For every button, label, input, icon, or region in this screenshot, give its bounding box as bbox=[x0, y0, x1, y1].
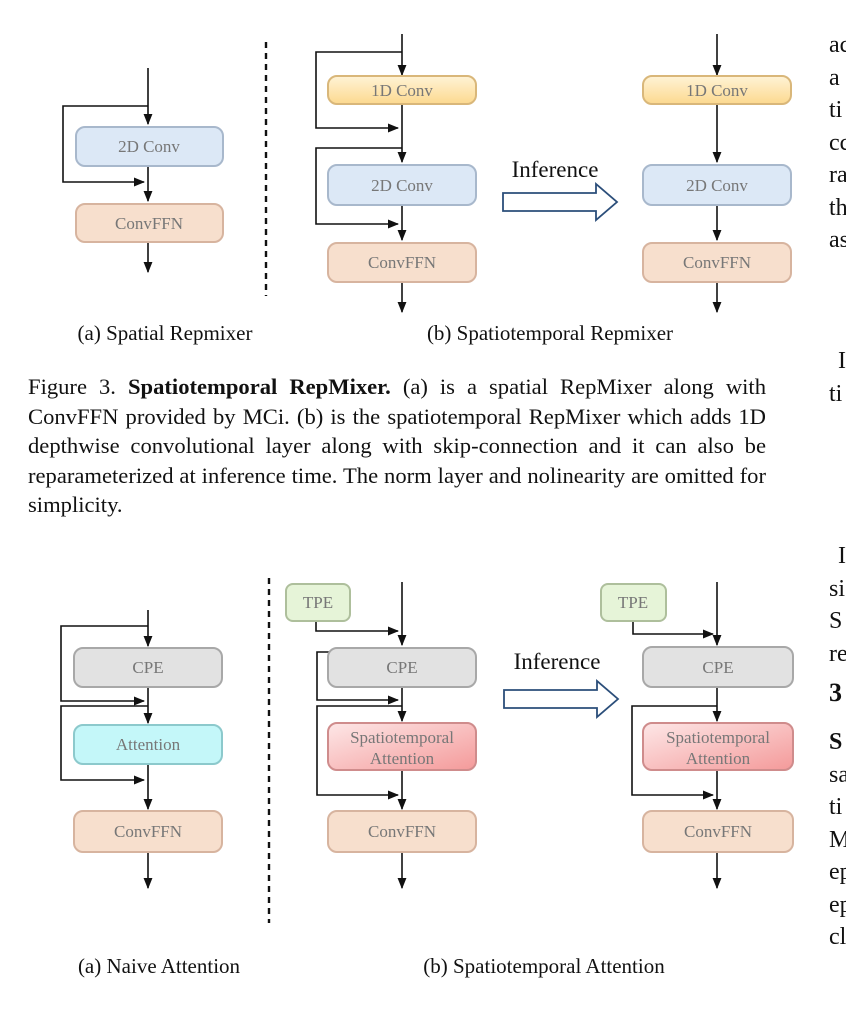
fig4a-cpe-label: CPE bbox=[132, 658, 163, 677]
fig4b-caption: (b) Spatiotemporal Attention bbox=[423, 954, 665, 978]
fig4b-cpe-box bbox=[327, 647, 477, 688]
right-fragment: sa bbox=[829, 761, 846, 788]
fig3b-right-convffn-box bbox=[642, 242, 792, 283]
right-fragment: ti bbox=[829, 794, 843, 820]
fig3b-right-1dconv-label: 1D Conv bbox=[686, 81, 748, 100]
fig4b-st-attention-label-2: Attention bbox=[370, 749, 435, 768]
fig4b-convffn-label: ConvFFN bbox=[368, 822, 436, 841]
fig3-panel-a bbox=[62, 68, 153, 274]
fig4b-st-attention-label-1: Spatiotemporal bbox=[350, 728, 454, 747]
fig4-inference-label: Inference bbox=[514, 649, 601, 674]
right-column-block1: ac a ti cc ra th as bbox=[829, 29, 846, 257]
right-column-block3: I si S re bbox=[829, 540, 846, 670]
figure3-caption-title: Spatiotemporal RepMixer. bbox=[127, 374, 391, 399]
fig4b-st-attention-box bbox=[327, 722, 477, 771]
right-fragment: a bbox=[829, 64, 840, 91]
fig4b-right-convffn-label: ConvFFN bbox=[684, 822, 752, 841]
fig3-inference-label: Inference bbox=[512, 157, 599, 182]
fig4a-convffn-box bbox=[73, 810, 223, 853]
fig4-inference-arrow bbox=[503, 679, 620, 719]
fig4-panel-a bbox=[60, 610, 153, 890]
fig3b-1dconv-box bbox=[327, 75, 477, 105]
fig3b-right-convffn-label: ConvFFN bbox=[683, 253, 751, 272]
fig3b-right-1dconv-box bbox=[642, 75, 792, 105]
fig4a-attention-box bbox=[73, 724, 223, 765]
right-column-heading: 3 bbox=[829, 678, 842, 707]
fig3-panel-b-left bbox=[315, 34, 407, 314]
fig4-panel-b-right bbox=[631, 582, 722, 890]
right-fragment: ti bbox=[829, 380, 843, 407]
figure3-caption-label: Figure 3. bbox=[28, 374, 116, 399]
right-fragment: cl bbox=[829, 924, 846, 950]
fig3b-1dconv-label: 1D Conv bbox=[371, 81, 433, 100]
right-column-block4: S sa ti M ep ep cl bbox=[829, 726, 846, 954]
fig3a-convffn-box bbox=[75, 203, 224, 243]
fig4b-cpe-label: CPE bbox=[386, 658, 417, 677]
fig3a-2dconv-box bbox=[75, 126, 224, 167]
fig3b-2dconv-label: 2D Conv bbox=[371, 176, 433, 195]
fig3a-2dconv-label: 2D Conv bbox=[118, 137, 180, 156]
right-fragment: th bbox=[829, 194, 846, 221]
fig4a-cpe-box bbox=[73, 647, 223, 688]
fig4-panel-b-left bbox=[315, 582, 407, 890]
fig3a-caption: (a) Spatial Repmixer bbox=[78, 321, 253, 345]
right-fragment: cc bbox=[829, 129, 846, 156]
right-fragment: ra bbox=[829, 162, 846, 188]
fig3-inference-arrow bbox=[502, 182, 619, 222]
fig4b-tpe-label: TPE bbox=[303, 593, 333, 612]
fig3b-caption: (b) Spatiotemporal Repmixer bbox=[427, 321, 673, 345]
right-column-block2: I ti bbox=[829, 345, 846, 410]
right-fragment: ep bbox=[829, 891, 846, 918]
fig4b-convffn-box bbox=[327, 810, 477, 853]
right-fragment: S bbox=[829, 729, 843, 755]
right-fragment: ti bbox=[829, 97, 843, 123]
right-fragment: as bbox=[829, 227, 846, 253]
right-fragment: si bbox=[829, 575, 846, 602]
fig3b-convffn-box bbox=[327, 242, 477, 283]
fig3b-convffn-label: ConvFFN bbox=[368, 253, 436, 272]
right-fragment: ep bbox=[829, 859, 846, 885]
fig3b-right-2dconv-box bbox=[642, 164, 792, 206]
fig4b-right-st-attention-label-2: Attention bbox=[686, 749, 751, 768]
right-fragment: S bbox=[829, 608, 843, 634]
fig4b-right-tpe-label: TPE bbox=[618, 593, 648, 612]
fig4b-right-cpe-box bbox=[642, 646, 794, 688]
fig4b-right-st-attention-label-1: Spatiotemporal bbox=[666, 728, 770, 747]
right-fragment: re bbox=[829, 640, 846, 667]
fig4a-caption: (a) Naive Attention bbox=[78, 954, 241, 978]
fig4b-right-convffn-box bbox=[642, 810, 794, 853]
right-fragment: ac bbox=[829, 32, 846, 58]
fig3a-convffn-label: ConvFFN bbox=[115, 214, 183, 233]
fig3b-right-2dconv-label: 2D Conv bbox=[686, 176, 748, 195]
right-fragment: I bbox=[838, 543, 846, 569]
fig4b-right-cpe-label: CPE bbox=[702, 658, 733, 677]
fig4b-right-st-attention-box bbox=[642, 722, 794, 771]
right-fragment: M bbox=[829, 826, 846, 853]
right-fragment: I bbox=[838, 348, 846, 374]
fig4a-convffn-label: ConvFFN bbox=[114, 822, 182, 841]
fig4b-right-tpe-box bbox=[600, 583, 667, 622]
fig3b-2dconv-box bbox=[327, 164, 477, 206]
fig4a-attention-label: Attention bbox=[116, 735, 181, 754]
fig4b-tpe-box bbox=[285, 583, 351, 622]
figure3-caption-text: (a) is a spatial RepMixer along with Con… bbox=[28, 374, 766, 517]
figure3-caption: Figure 3. Spatiotemporal RepMixer. (a) i… bbox=[28, 372, 766, 520]
